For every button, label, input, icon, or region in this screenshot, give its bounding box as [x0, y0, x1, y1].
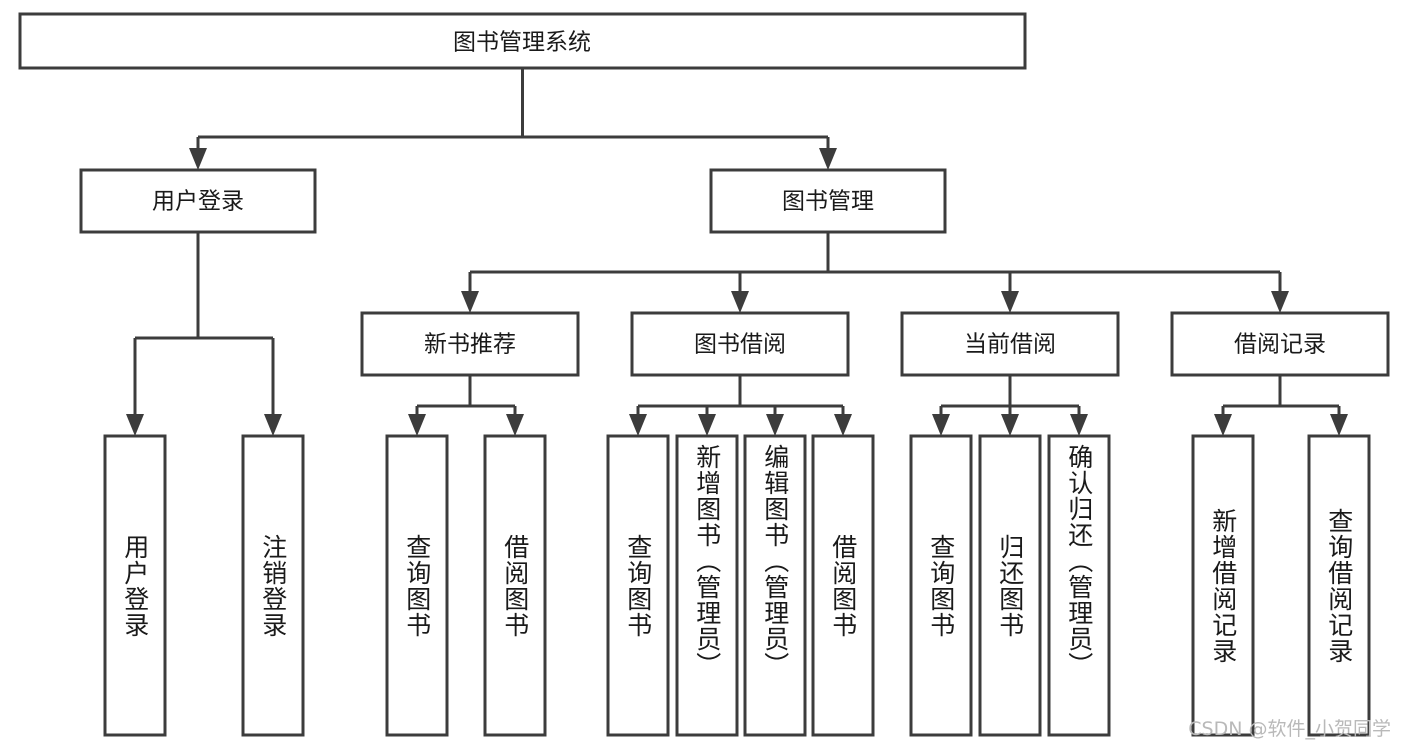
- arrow-to-book-borrow: [731, 291, 749, 313]
- node-borrow-record[interactable]: 借阅记录: [1170, 311, 1390, 377]
- node-leaf-borrow-book-1-box[interactable]: [483, 434, 547, 737]
- node-root-box[interactable]: [18, 12, 1027, 70]
- arrow-to-leaf-query-book-1: [408, 414, 426, 436]
- node-leaf-borrow-book-2-box[interactable]: [811, 434, 875, 737]
- edge-group-book-borrow: [629, 375, 852, 436]
- arrow-to-book-manage: [819, 148, 837, 170]
- node-new-book-recommend-label: 新书推荐: [424, 332, 516, 358]
- arrow-to-leaf-add-record: [1214, 414, 1232, 436]
- edge-group-root: [189, 68, 837, 170]
- node-leaf-query-book-3-box[interactable]: [909, 434, 973, 737]
- node-borrow-record-box[interactable]: [1170, 311, 1390, 377]
- node-book-manage-label: 图书管理: [782, 189, 874, 215]
- arrow-to-leaf-user-login: [126, 414, 144, 436]
- arrow-to-leaf-borrow-book-2: [834, 414, 852, 436]
- arrow-to-current-borrow: [1001, 291, 1019, 313]
- arrow-to-leaf-query-record: [1330, 414, 1348, 436]
- arrow-to-leaf-query-book-3: [932, 414, 950, 436]
- arrow-to-leaf-query-book-2: [629, 414, 647, 436]
- node-book-manage-box[interactable]: [709, 168, 947, 234]
- node-leaf-query-book-2-box[interactable]: [606, 434, 670, 737]
- node-leaf-edit-book-box[interactable]: [743, 434, 807, 737]
- node-leaf-query-record-box[interactable]: [1307, 434, 1371, 737]
- node-user-login-label: 用户登录: [152, 189, 244, 215]
- node-user-login[interactable]: 用户登录: [79, 168, 317, 234]
- arrow-to-leaf-borrow-book-1: [506, 414, 524, 436]
- arrow-to-leaf-return-book: [1001, 414, 1019, 436]
- node-book-borrow-label: 图书借阅: [694, 332, 786, 358]
- arrow-to-leaf-edit-book: [766, 414, 784, 436]
- arrow-to-leaf-add-book: [698, 414, 716, 436]
- arrow-to-new-book-recommend: [461, 291, 479, 313]
- node-book-borrow[interactable]: 图书借阅: [630, 311, 850, 377]
- arrow-to-borrow-record: [1271, 291, 1289, 313]
- node-user-login-box[interactable]: [79, 168, 317, 234]
- node-book-borrow-box[interactable]: [630, 311, 850, 377]
- edge-group-borrow-record: [1214, 375, 1348, 436]
- node-leaf-return-book-box[interactable]: [978, 434, 1042, 737]
- node-leaf-add-record-box[interactable]: [1191, 434, 1255, 737]
- node-current-borrow-label: 当前借阅: [964, 332, 1056, 358]
- edge-group-new-book-recommend: [408, 375, 524, 436]
- node-root[interactable]: 图书管理系统: [18, 12, 1027, 70]
- node-leaf-logout-box[interactable]: [241, 434, 305, 737]
- edge-group-user-login: [126, 232, 282, 436]
- node-current-borrow[interactable]: 当前借阅: [900, 311, 1120, 377]
- node-leaf-query-book-1-box[interactable]: [385, 434, 449, 737]
- node-new-book-recommend[interactable]: 新书推荐: [360, 311, 580, 377]
- arrow-to-leaf-confirm-return: [1070, 414, 1088, 436]
- node-current-borrow-box[interactable]: [900, 311, 1120, 377]
- node-leaf-user-login-box[interactable]: [103, 434, 167, 737]
- arrow-to-leaf-logout: [264, 414, 282, 436]
- node-leaf-confirm-return-box[interactable]: [1047, 434, 1111, 737]
- node-borrow-record-label: 借阅记录: [1234, 332, 1326, 358]
- edge-group-current-borrow: [932, 375, 1088, 436]
- edge-group-book-manage: [461, 232, 1289, 313]
- leaf-boxes: [103, 434, 1371, 737]
- node-leaf-add-book-box[interactable]: [675, 434, 739, 737]
- node-new-book-recommend-box[interactable]: [360, 311, 580, 377]
- arrow-to-user-login: [189, 148, 207, 170]
- node-root-label: 图书管理系统: [453, 30, 591, 56]
- node-book-manage[interactable]: 图书管理: [709, 168, 947, 234]
